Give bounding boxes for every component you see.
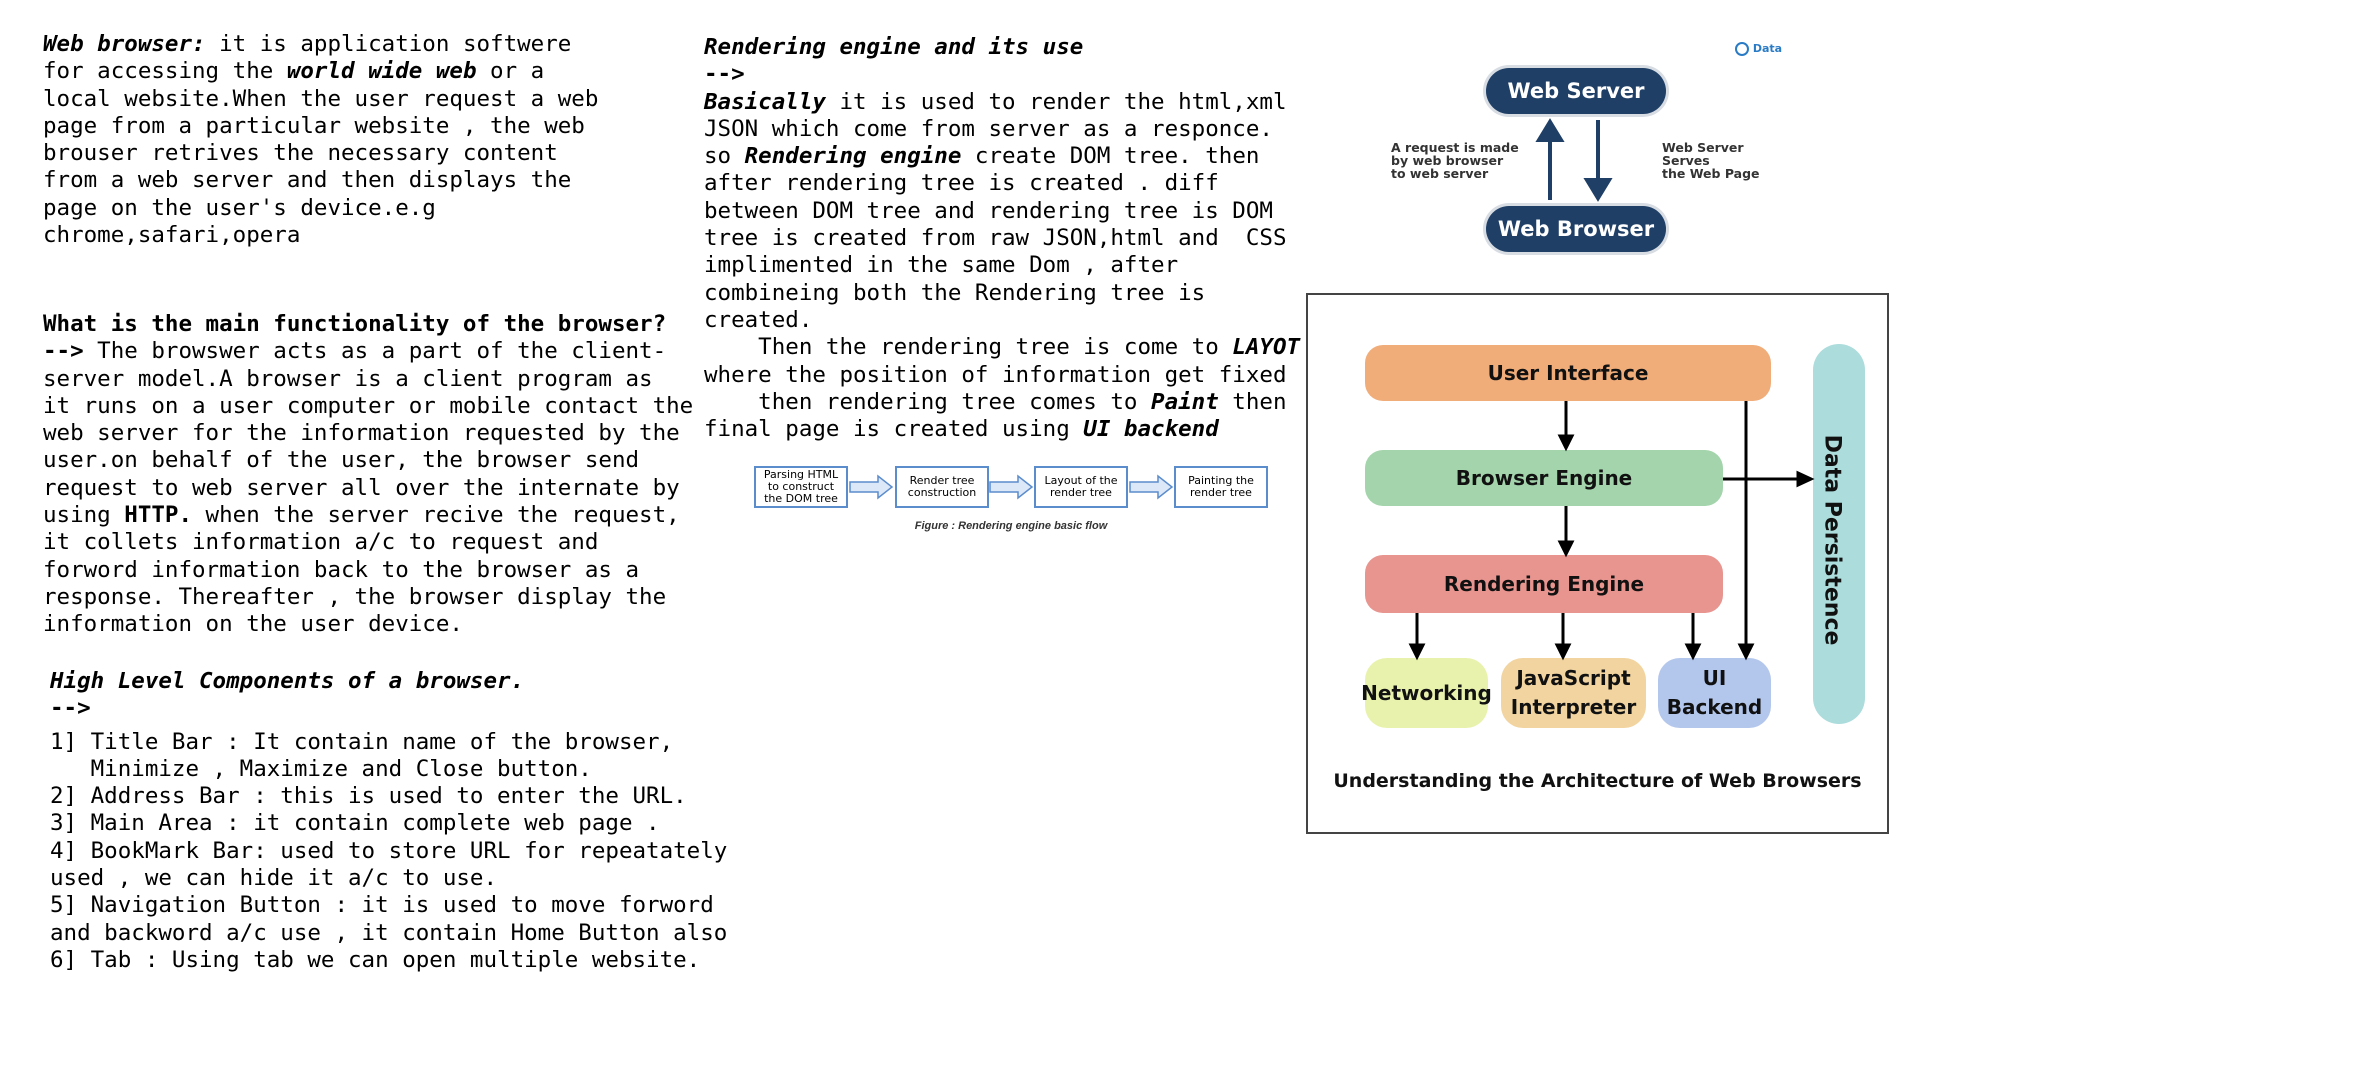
logo: Data: [1735, 42, 1782, 56]
text: final page is created using: [704, 416, 1084, 443]
section-heading: High Level Components of a browser.: [50, 668, 525, 694]
box-user-interface: User Interface: [1365, 345, 1771, 401]
arrow-text: -->: [43, 338, 84, 365]
request-note: A request is made by web browser to web …: [1391, 140, 1519, 181]
rendering-engine-section: Rendering engine and its use --> Basical…: [704, 34, 1300, 443]
label: JavaScript: [1516, 666, 1631, 690]
label: Rendering Engine: [1443, 571, 1645, 596]
list-item: 6] Tab : Using tab we can open multiple …: [50, 946, 701, 973]
arrow-down-head: [1583, 178, 1613, 202]
text: created.: [704, 306, 813, 333]
response-note: Web Server Serves the Web Page: [1662, 140, 1760, 181]
list-item: used , we can hide it a/c to use.: [50, 865, 498, 892]
text: between DOM tree and rendering tree is D…: [704, 197, 1273, 224]
text: Then the rendering tree is come to: [704, 334, 1233, 361]
text: then rendering tree comes to: [704, 388, 1152, 415]
text: so: [704, 143, 745, 170]
term-web-browser: Web browser:: [43, 31, 206, 57]
term-basically: Basically: [704, 88, 826, 115]
term-layot: LAYOT: [1232, 334, 1301, 361]
section-heading: Rendering engine and its use: [704, 34, 1084, 60]
text: information on the user device.: [43, 611, 463, 638]
box-data-persistence: [1813, 344, 1865, 724]
web-browser-pill: Web Browser: [1486, 206, 1666, 252]
box-networking: Networking: [1361, 658, 1492, 728]
text: brouser retrives the necessary content: [43, 140, 558, 167]
text: from a web server and then displays the: [43, 167, 572, 194]
flow-box-painting: Painting the render tree: [1174, 466, 1268, 508]
text: response. Thereafter , the browser displ…: [43, 583, 667, 610]
list-item: 1] Title Bar : It contain name of the br…: [50, 728, 674, 755]
flow-box-parsing: Parsing HTML to construct the DOM tree: [754, 466, 848, 508]
arrow-text: -->: [704, 61, 745, 88]
label: Networking: [1361, 680, 1492, 705]
text: chrome,safari,opera: [43, 222, 301, 249]
text: The browswer acts as a part of the clien…: [83, 338, 667, 365]
text: for accessing the: [43, 58, 287, 85]
text: it runs on a user computer or mobile con…: [43, 392, 694, 419]
logo-text: Data: [1752, 42, 1783, 55]
text: implimented in the same Dom , after: [704, 252, 1179, 279]
label: Interpreter: [1510, 695, 1637, 719]
data-persistence-label: Data Persistence: [1819, 434, 1845, 646]
text: page from a particular website , the web: [43, 112, 585, 139]
browser-components: High Level Components of a browser. --> …: [50, 668, 727, 974]
browser-definition: Web browser: it is application softwere …: [43, 31, 598, 249]
text: tree is created from raw JSON,html and C…: [704, 225, 1287, 252]
text: after rendering tree is created . diff: [704, 170, 1219, 197]
text: page on the user's device.e.g: [43, 194, 436, 221]
text: using: [43, 502, 125, 529]
text: combineing both the Rendering tree is: [704, 279, 1206, 306]
label: Backend: [1666, 695, 1763, 719]
box-rendering-engine: Rendering Engine: [1365, 555, 1723, 613]
text: server model.A browser is a client progr…: [43, 365, 653, 392]
list-item: 3] Main Area : it contain complete web p…: [50, 810, 660, 837]
text: JSON which come from server as a responc…: [704, 115, 1273, 142]
text: where the position of information get fi…: [704, 361, 1287, 388]
list-item: 2] Address Bar : this is used to enter t…: [50, 783, 687, 810]
text: local website.When the user request a we…: [43, 85, 599, 112]
flow-caption: Figure : Rendering engine basic flow: [914, 520, 1108, 532]
label: Browser Engine: [1455, 465, 1633, 490]
flow-arrow-2: [989, 474, 1034, 500]
list-item: 4] BookMark Bar: used to store URL for r…: [50, 837, 728, 864]
box-ui-backend: UI Backend: [1658, 658, 1771, 728]
arrow-up-head: [1535, 118, 1565, 142]
text: create DOM tree. then: [961, 143, 1260, 170]
term-www: world wide web: [286, 58, 477, 85]
web-server-pill: Web Server: [1486, 68, 1666, 114]
logo-icon: [1735, 42, 1749, 56]
term-ui-backend: UI backend: [1083, 416, 1219, 443]
list-item: and backword a/c use , it contain Home B…: [50, 919, 728, 946]
box-browser-engine: Browser Engine: [1365, 450, 1723, 506]
label: User Interface: [1487, 360, 1649, 385]
arrow-text: -->: [50, 695, 91, 722]
architecture-caption: Understanding the Architecture of Web Br…: [1333, 770, 1862, 792]
text: it is application softwere: [205, 31, 572, 57]
flow-box-render-tree: Render tree construction: [895, 466, 989, 508]
label: UI: [1702, 666, 1727, 690]
flow-box-layout: Layout of the render tree: [1034, 466, 1128, 508]
text: web server for the information requested…: [43, 420, 680, 447]
list-item: 5] Navigation Button : it is used to mov…: [50, 892, 714, 919]
text: forword information back to the browser …: [43, 556, 640, 583]
flow-arrow-3: [1129, 474, 1174, 500]
flow-arrow-1: [849, 474, 894, 500]
text: request to web server all over the inter…: [43, 474, 680, 501]
text: it collets information a/c to request an…: [43, 529, 599, 556]
browser-functionality: What is the main functionality of the br…: [43, 311, 693, 639]
term-rendering-engine: Rendering engine: [744, 143, 962, 170]
term-paint: Paint: [1151, 388, 1219, 415]
term-http: HTTP.: [124, 502, 193, 529]
list-item: Minimize , Maximize and Close button.: [50, 755, 592, 782]
text: then: [1218, 388, 1287, 415]
text: it is used to render the html,xml: [825, 88, 1287, 115]
section-heading: What is the main functionality of the br…: [43, 311, 667, 337]
text: when the server recive the request,: [192, 502, 680, 529]
text: user.on behalf of the user, the browser …: [43, 447, 640, 474]
text: or a: [476, 58, 545, 85]
